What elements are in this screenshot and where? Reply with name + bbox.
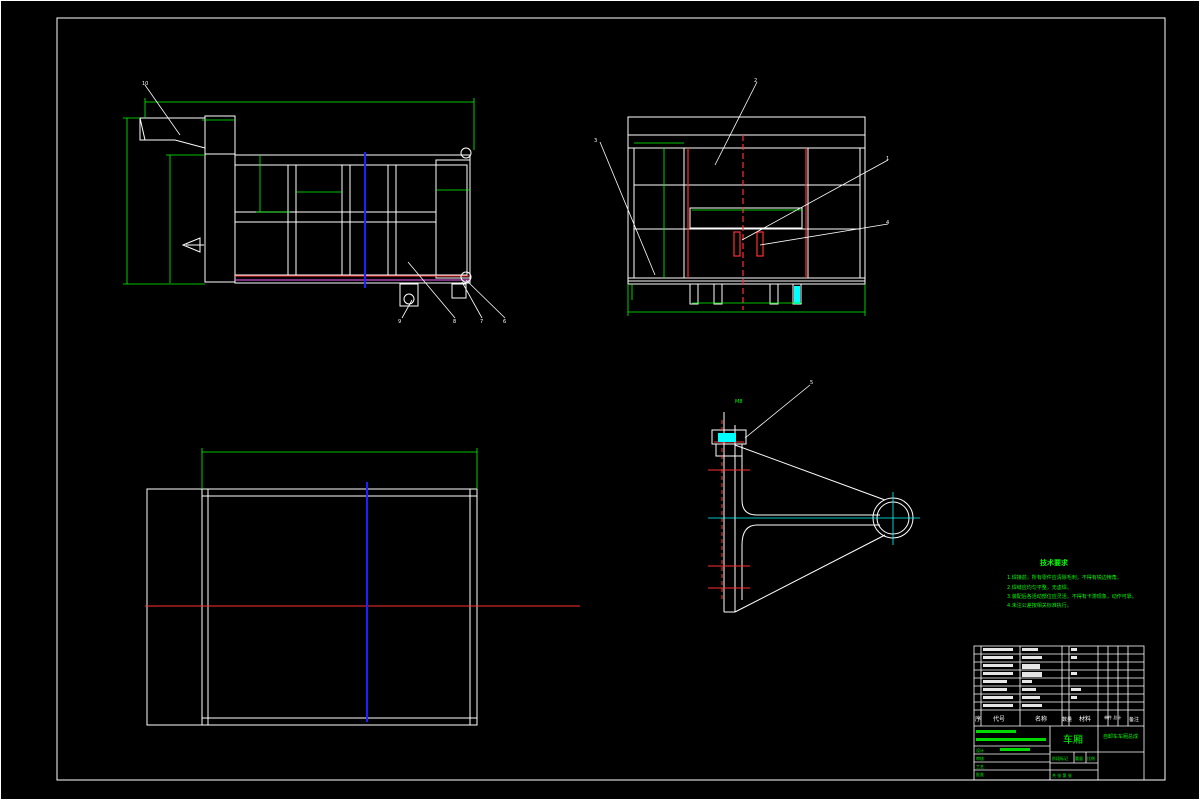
tb-header-weight: 单件 总计 [1104,714,1121,720]
tb-header-code: 代号 [993,715,1005,723]
tb-design-label: 设计 [976,747,984,753]
title-block: 序 代号 名称 数量 材料 单件 总计 备注 车厢 自卸车车厢总成 阶段标记 重… [973,645,1145,781]
tb-drawing-name: 自卸车车厢总成 [1103,733,1138,740]
side-view-leaders [144,84,506,319]
sheet-inner-frame [56,17,1166,781]
detail-view-hatch [708,420,750,600]
tech-req-title: 技术要求 [1040,558,1069,567]
tb-header-qty: 数量 [1062,716,1072,723]
tech-req-item-4: 4.未注公差按相关标准执行。 [1007,602,1072,609]
front-view [627,116,866,305]
side-view [139,115,472,307]
front-view-red-lines [687,135,807,310]
tb-part-name: 车厢 [1063,733,1083,746]
tech-req-item-1: 1.焊接前，所有零件应清除毛刺，不得有锐边棱角。 [1007,574,1122,581]
tb-header-material: 材料 [1079,715,1091,723]
side-label-8: 8 [453,319,456,325]
side-label-10: 10 [142,81,148,87]
detail-label-m8: M8 [735,399,743,405]
tb-check-label: 审核 [976,755,984,761]
side-label-7: 7 [480,319,483,325]
front-view-leaders [599,81,889,276]
tb-approve-label: 批准 [976,771,984,777]
detail-view-bolt [718,433,736,442]
tb-stage-label: 阶段标记 [1052,755,1068,761]
front-view-accent [794,286,800,304]
side-label-6: 6 [503,319,506,325]
tech-req-item-3: 3.装配后各活动部位应灵活，不得有卡滞现象，动作可靠。 [1007,593,1137,600]
detail-label-5: 5 [810,380,813,386]
side-label-9: 9 [398,319,401,325]
tb-scale-label: 比例 [1087,755,1095,761]
tb-process-label: 工艺 [976,764,984,769]
side-view-dimensions [123,98,475,285]
top-view [146,488,478,726]
tb-weight-label: 重量 [1075,755,1083,761]
front-label-4: 4 [886,220,889,226]
front-label-3: 3 [594,138,597,144]
tb-header-note: 备注 [1129,716,1139,723]
top-view-dimensions [201,448,478,489]
tb-header-seq: 序 [975,715,981,723]
front-label-2: 2 [754,78,757,84]
technical-requirements: 技术要求 1.焊接前，所有零件应清除毛刺，不得有锐边棱角。 2.焊缝应均匀平整，… [1007,558,1137,609]
front-label-1: 1 [886,156,889,162]
tb-sheet-label: 共 张 第 张 [1052,772,1072,778]
tech-req-item-2: 2.焊缝应均匀平整，无虚焊。 [1007,584,1072,591]
tb-header-name: 名称 [1035,715,1047,723]
detail-view-leader [744,384,811,439]
front-view-dimensions [627,142,866,316]
